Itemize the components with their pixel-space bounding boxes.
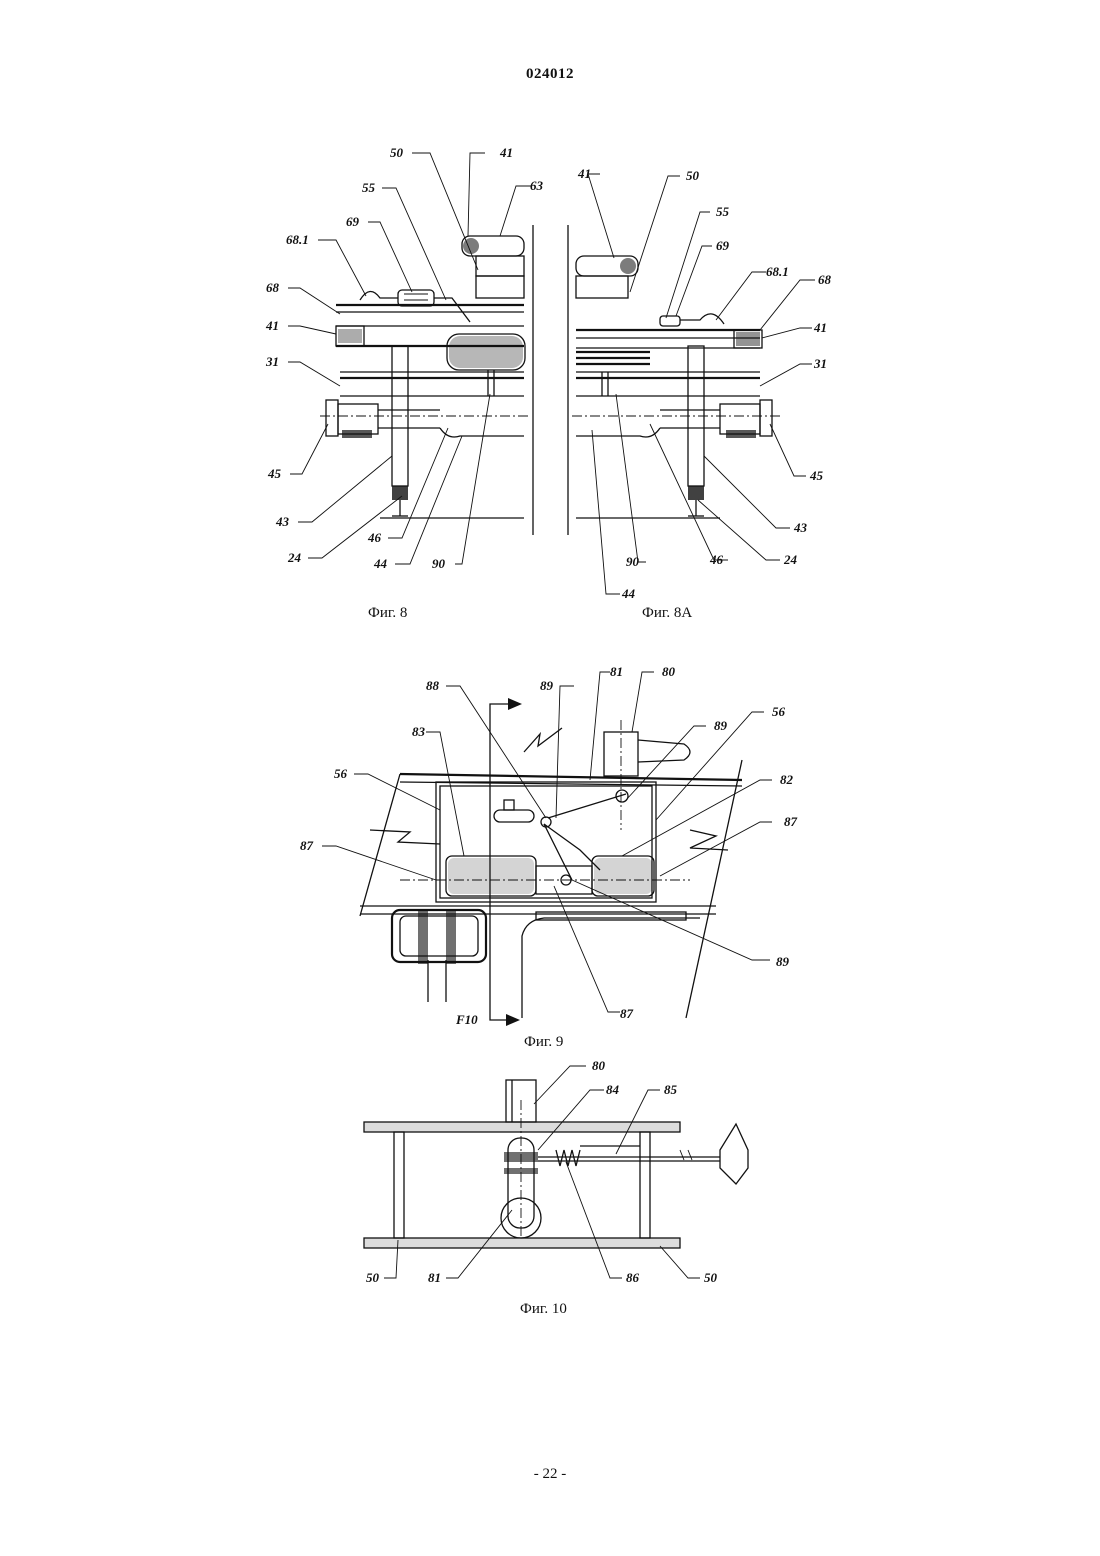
- figure-10-caption: Фиг. 10: [520, 1301, 567, 1317]
- fig9-label-83: 83: [412, 724, 426, 739]
- figure-8a-caption: Фиг. 8А: [642, 605, 692, 621]
- fig9-label-56-right: 56: [772, 704, 786, 719]
- fig10-label-85: 85: [664, 1082, 678, 1097]
- figure-8-caption: Фиг. 8: [368, 605, 407, 621]
- figure-9-drawing: 88 89 81 80 89 56 83 56 82 87 87 89 87 F…: [0, 655, 1100, 1055]
- fig8a-label-44: 44: [621, 586, 636, 601]
- figure-8-drawing: 50 41 63 55 69 68.1 68 41 31 45 43 24 46…: [0, 130, 1100, 630]
- fig8-label-24: 24: [287, 550, 302, 565]
- fig10-label-50-left: 50: [366, 1270, 380, 1285]
- fig9-label-81: 81: [610, 664, 623, 679]
- fig9-label-88: 88: [426, 678, 440, 693]
- fig8-label-55: 55: [362, 180, 376, 195]
- fig8a-label-68-1: 68.1: [766, 264, 789, 279]
- fig8a-label-90: 90: [626, 554, 640, 569]
- fig8-label-45: 45: [267, 466, 282, 481]
- fig8a-label-31: 31: [813, 356, 827, 371]
- document-number: 024012: [0, 66, 1100, 83]
- fig8a-label-41-top: 41: [577, 166, 591, 181]
- fig8a-label-50: 50: [686, 168, 700, 183]
- fig8-label-68-1: 68.1: [286, 232, 309, 247]
- fig9-label-89-top: 89: [540, 678, 554, 693]
- fig8a-label-45: 45: [809, 468, 824, 483]
- fig10-label-84: 84: [606, 1082, 620, 1097]
- fig8a-label-41: 41: [813, 320, 827, 335]
- fig8a-label-55: 55: [716, 204, 730, 219]
- fig8-label-46: 46: [367, 530, 382, 545]
- page-number: - 22 -: [0, 1466, 1100, 1483]
- fig9-label-82: 82: [780, 772, 794, 787]
- fig8a-label-46: 46: [709, 552, 724, 567]
- fig10-label-81: 81: [428, 1270, 441, 1285]
- fig8-label-44: 44: [373, 556, 388, 571]
- fig9-label-56-left: 56: [334, 766, 348, 781]
- figure-10-drawing: 80 84 85 50 81 86 50 Фиг. 10: [0, 1055, 1100, 1325]
- fig9-label-87-right: 87: [784, 814, 798, 829]
- figure-8-left: [320, 236, 528, 518]
- fig8a-label-68: 68: [818, 272, 832, 287]
- fig8-label-41-top: 41: [499, 145, 513, 160]
- fig9-label-87-bottom: 87: [620, 1006, 634, 1021]
- fig9-label-89-right: 89: [714, 718, 728, 733]
- fig9-label-f10: F10: [455, 1012, 478, 1027]
- figure-9-caption: Фиг. 9: [524, 1034, 563, 1050]
- fig10-label-80: 80: [592, 1058, 606, 1073]
- fig9-label-87-left: 87: [300, 838, 314, 853]
- fig10-label-86: 86: [626, 1270, 640, 1285]
- fig10-label-50-right: 50: [704, 1270, 718, 1285]
- fig8a-label-43: 43: [793, 520, 808, 535]
- fig8a-label-24: 24: [783, 552, 798, 567]
- fig8-label-90: 90: [432, 556, 446, 571]
- fig8-label-50: 50: [390, 145, 404, 160]
- fig8-label-63: 63: [530, 178, 544, 193]
- fig8-label-68: 68: [266, 280, 280, 295]
- fig8-label-69: 69: [346, 214, 360, 229]
- fig8-label-41: 41: [265, 318, 279, 333]
- fig9-label-80: 80: [662, 664, 676, 679]
- fig8a-label-69: 69: [716, 238, 730, 253]
- fig9-label-89-bottom: 89: [776, 954, 790, 969]
- fig8-label-31: 31: [265, 354, 279, 369]
- fig8-label-43: 43: [275, 514, 290, 529]
